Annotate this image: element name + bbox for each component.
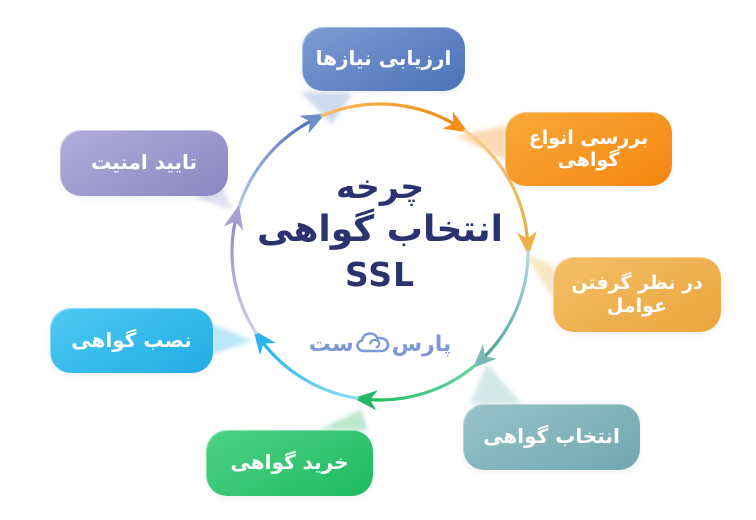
step-label: نصب گواهی — [71, 327, 192, 352]
logo-text-right: پارس — [391, 331, 452, 357]
step-label: ارزیابی نیازها — [315, 46, 452, 71]
ring-segments — [223, 102, 537, 411]
ring-segment-to-consider-factors — [463, 129, 537, 256]
ring-segment-to-purchase-certificate — [353, 363, 477, 411]
parshost-logo: پارس ست — [278, 330, 482, 358]
step-label: تایید امنیت — [91, 150, 197, 175]
logo-text-left: ست — [308, 331, 354, 357]
flare-verify-security — [196, 184, 234, 211]
step-box-review-certificate-types: بررسی انواع گواهی — [505, 112, 672, 186]
diagram-title: چرخه انتخاب گواهی SSL — [250, 166, 510, 297]
ring-segment-to-assess-needs — [236, 113, 326, 211]
flare-install-certificate — [213, 324, 252, 354]
cloud-icon — [355, 332, 390, 353]
ring-segment-to-review-certificate-types — [320, 102, 469, 133]
step-label: خرید گواهی — [230, 450, 349, 475]
step-box-select-certificate: انتخاب گواهی — [463, 404, 640, 470]
step-box-install-certificate: نصب گواهی — [50, 308, 213, 373]
step-box-verify-security: تایید امنیت — [60, 130, 228, 196]
flare-select-certificate — [470, 364, 522, 404]
step-label: انتخاب گواهی — [483, 424, 620, 449]
title-line-3: SSL — [344, 255, 416, 295]
ring-segment-to-select-certificate — [472, 250, 530, 369]
flare-purchase-certificate — [318, 410, 368, 430]
flare-assess-needs — [300, 92, 352, 124]
step-box-consider-factors: در نظر گرفتن عوامل — [553, 257, 721, 332]
step-box-purchase-certificate: خرید گواهی — [206, 430, 373, 496]
step-label: بررسی انواع گواهی — [528, 126, 649, 171]
title-line-1: چرخه — [335, 167, 425, 206]
step-label: در نظر گرفتن عوامل — [571, 272, 703, 317]
title-line-2: انتخاب گواهی — [257, 209, 503, 251]
step-box-assess-needs: ارزیابی نیازها — [302, 27, 465, 91]
ring-segment-to-verify-security — [223, 205, 258, 335]
ring-segment-to-install-certificate — [253, 329, 359, 400]
flare-consider-factors — [524, 253, 553, 298]
